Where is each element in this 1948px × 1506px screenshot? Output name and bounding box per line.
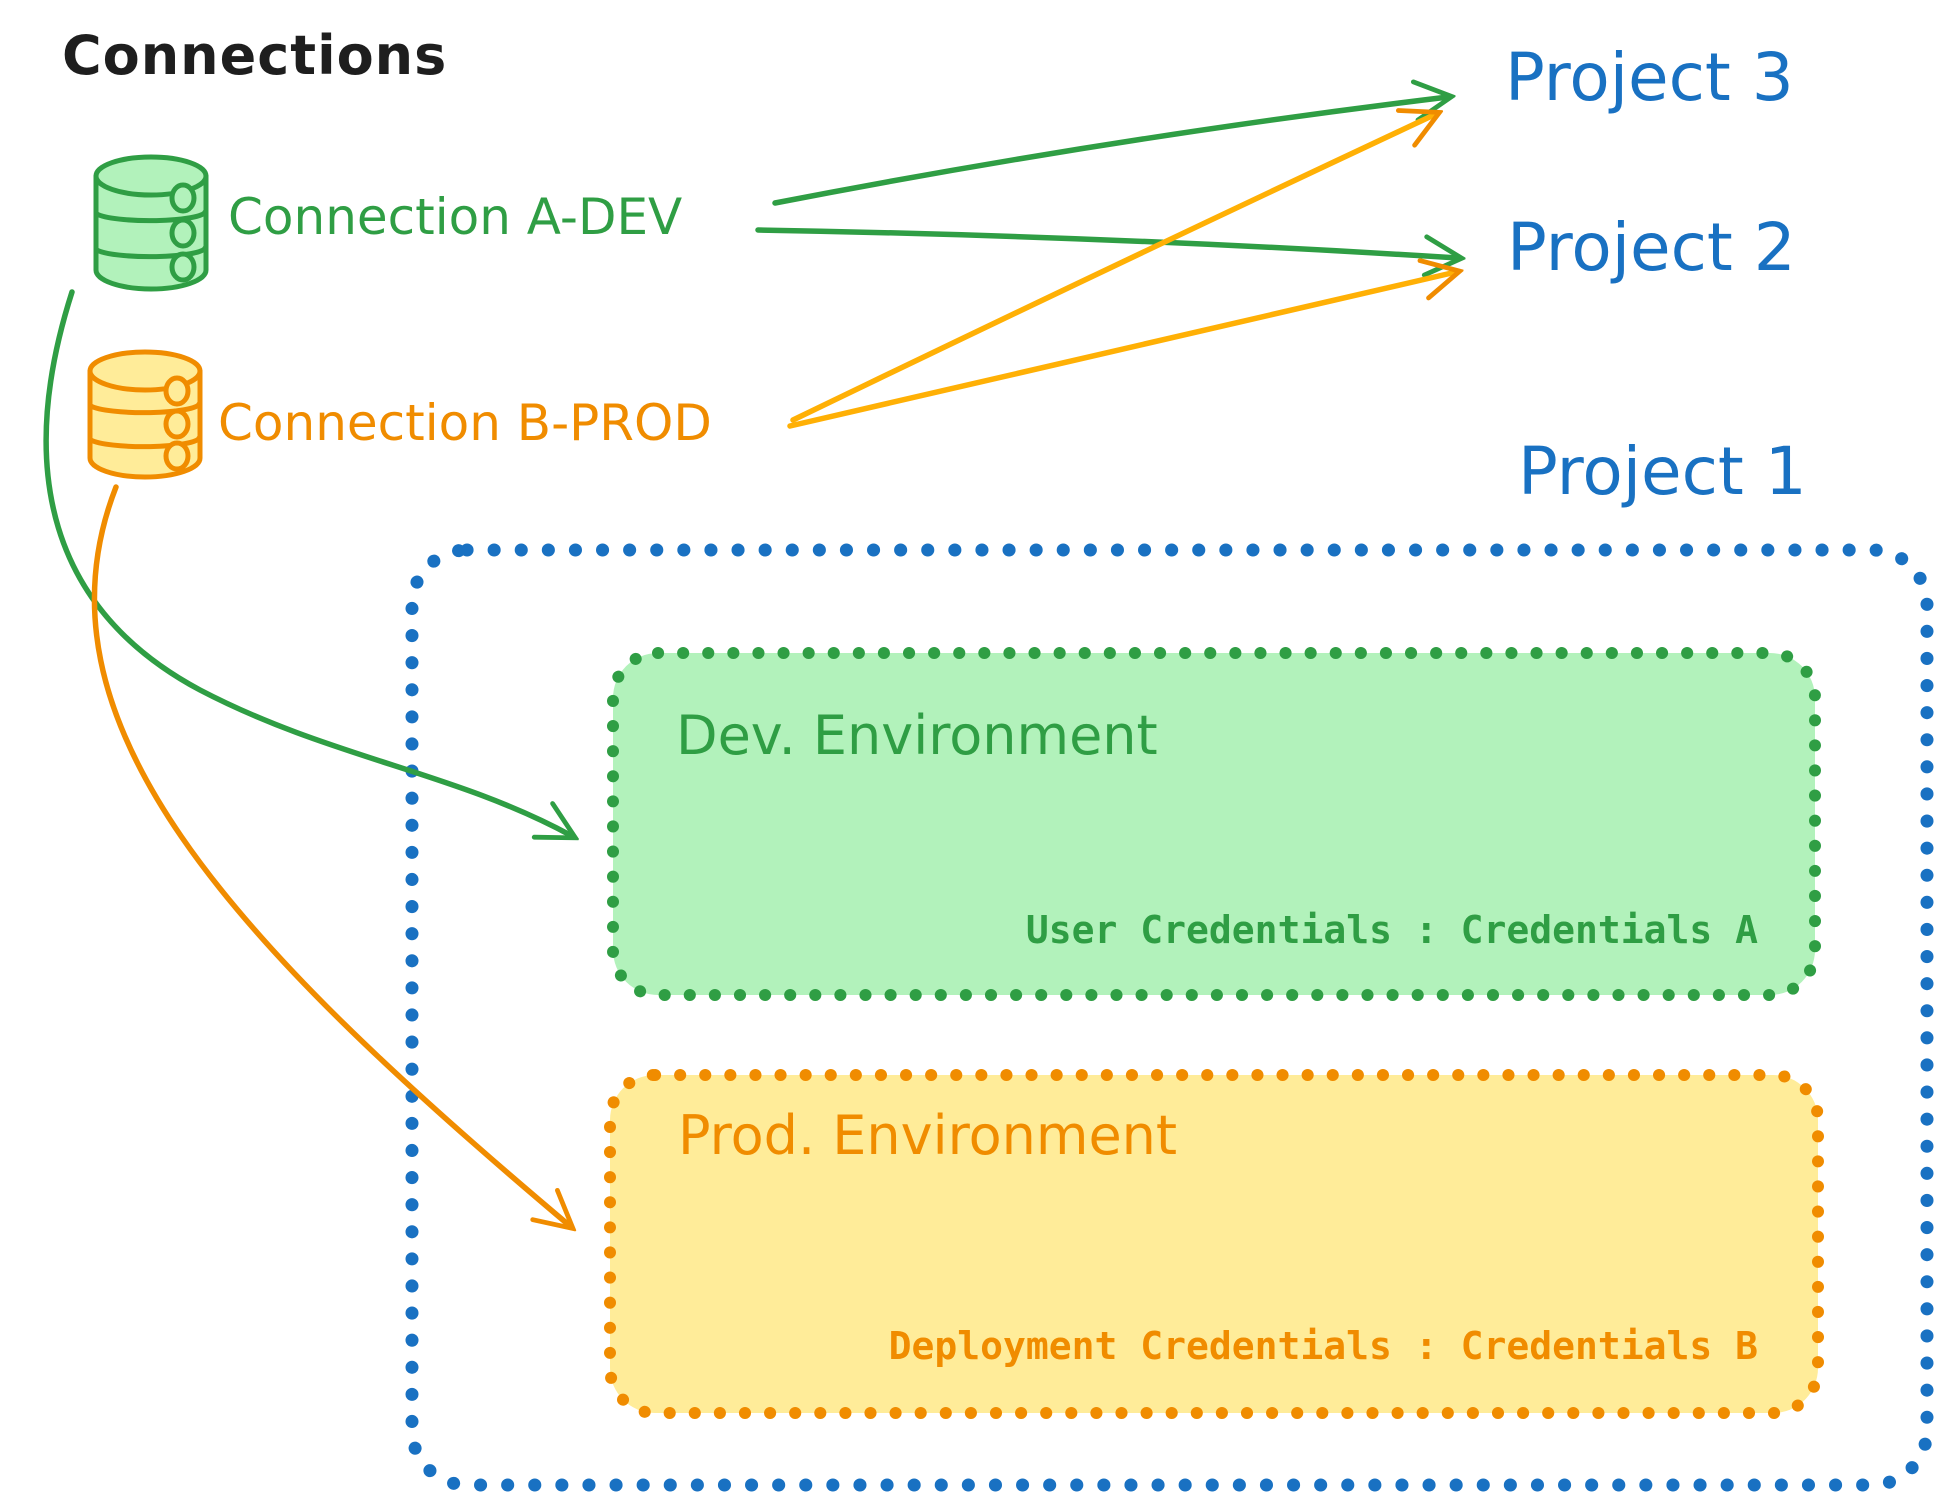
dev-environment-box (607, 647, 1821, 1001)
database-a-dev-icon (93, 154, 209, 292)
database-b-prod-icon (87, 349, 203, 480)
prod-environment-title: Prod. Environment (678, 1104, 1178, 1167)
arrow-a-dev-to-project3 (772, 97, 1448, 206)
project1-container-box (405, 543, 1934, 1492)
label-connection-b-prod: Connection B-PROD (218, 394, 712, 452)
label-connection-a-dev: Connection A-DEV (228, 188, 683, 246)
arrow-b-prod-to-project3 (790, 114, 1436, 423)
dev-environment-title: Dev. Environment (676, 704, 1158, 767)
diagram-title: Connections (62, 24, 448, 87)
dev-environment-credentials: User Credentials : Credentials A (1025, 908, 1758, 952)
prod-environment-credentials: Deployment Credentials : Credentials B (888, 1324, 1758, 1368)
prod-environment-box (604, 1069, 1824, 1419)
label-project-2: Project 2 (1507, 209, 1796, 286)
arrow-a-dev-to-dev-environment (43, 289, 572, 836)
arrow-b-prod-to-prod-environment (91, 484, 570, 1226)
arrow-b-prod-to-project2 (787, 272, 1456, 429)
label-project-3: Project 3 (1505, 39, 1794, 116)
label-project-1: Project 1 (1518, 433, 1807, 510)
arrow-a-dev-to-project2 (755, 227, 1458, 258)
